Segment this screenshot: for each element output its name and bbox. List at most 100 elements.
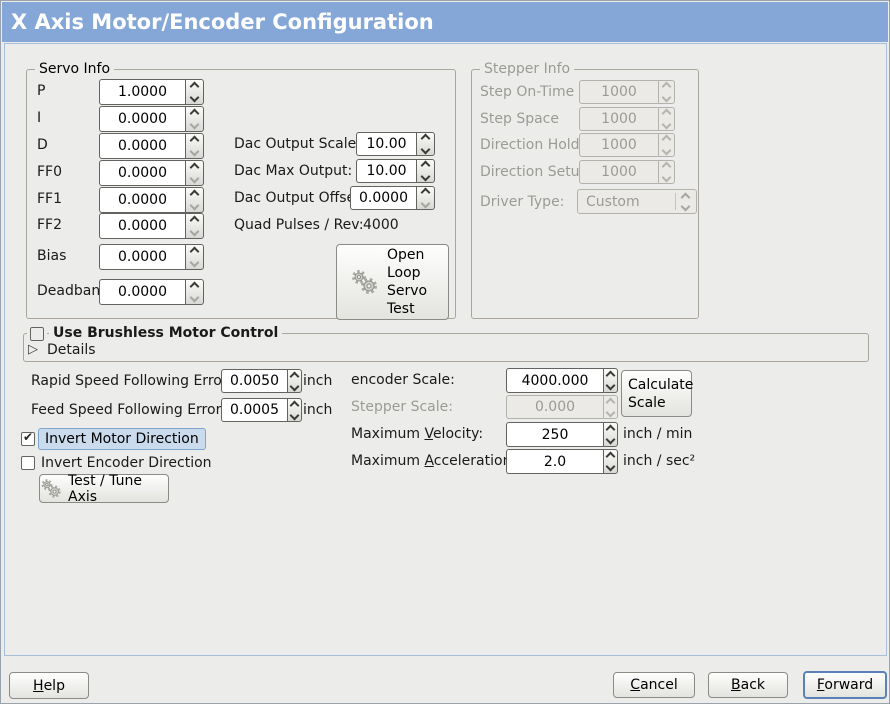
feed-error-unit: inch [303,402,333,418]
back-button[interactable]: Back [708,672,788,698]
gears-icon [350,267,380,297]
direction-setup-input: 1000 [579,160,658,184]
deadband-label: Deadband [37,283,110,299]
ff2-spinbox[interactable]: 0.0000 [99,213,204,239]
feed-error-stepper[interactable] [287,398,302,422]
bias-input[interactable]: 0.0000 [99,244,185,270]
i-stepper[interactable] [185,106,204,132]
help-button[interactable]: Help [9,672,89,699]
cancel-button[interactable]: Cancel [613,672,695,698]
forward-button[interactable]: Forward [803,671,887,699]
maximum-acceleration-stepper[interactable] [603,449,618,474]
test-tune-axis-button[interactable]: Test / Tune Axis [39,473,169,505]
step-space-input: 1000 [579,107,658,131]
i-spinbox[interactable]: 0.0000 [99,106,204,132]
invert-encoder-label[interactable]: Invert Encoder Direction [41,455,212,471]
ff2-input[interactable]: 0.0000 [99,213,185,239]
d-spinbox[interactable]: 0.0000 [99,133,204,159]
dac-output-scale-spinbox[interactable]: 10.00 [356,132,435,156]
open-loop-servo-test-button[interactable]: Open Loop Servo Test [336,244,449,320]
expander-icon[interactable]: ▷ [28,342,38,357]
direction-hold-label: Direction Hold [480,137,580,153]
direction-setup-label: Direction Setup [480,164,589,180]
bias-stepper[interactable] [185,244,204,270]
encoder-scale-input[interactable]: 4000.000 [506,368,603,393]
dac-output-scale-stepper[interactable] [416,132,435,156]
quad-pulses-label: Quad Pulses / Rev: [234,217,364,233]
dac-max-output-spinbox[interactable]: 10.00 [356,159,435,183]
p-label: P [37,83,46,99]
rapid-error-stepper[interactable] [287,369,302,393]
calculate-scale-button[interactable]: Calculate Scale [621,370,693,417]
use-brushless-checkbox[interactable] [27,324,47,344]
d-stepper[interactable] [185,133,204,159]
bias-label: Bias [37,248,67,264]
dac-max-output-stepper[interactable] [416,159,435,183]
dac-output-offset-spinbox[interactable]: 0.0000 [350,186,435,210]
dac-output-offset-stepper[interactable] [416,186,435,210]
dac-output-offset-input[interactable]: 0.0000 [350,186,416,210]
p-stepper[interactable] [185,79,204,105]
deadband-spinbox[interactable]: 0.0000 [99,279,204,305]
servo-info-legend: Servo Info [35,61,115,77]
rapid-error-input[interactable]: 0.0050 [221,369,287,393]
bias-spinbox[interactable]: 0.0000 [99,244,204,270]
feed-error-spinbox[interactable]: 0.0005 [221,398,302,422]
direction-hold-input: 1000 [579,133,658,157]
deadband-input[interactable]: 0.0000 [99,279,185,305]
ff1-stepper[interactable] [185,187,204,213]
i-input[interactable]: 0.0000 [99,106,185,132]
combo-arrows-icon [680,192,691,211]
stepper-info-frame: Stepper Info Step On-Time 1000 Step Spac… [471,61,699,319]
step-on-time-input: 1000 [579,80,658,104]
details-expander-label[interactable]: Details [47,342,96,358]
maximum-velocity-input[interactable]: 250 [506,422,603,447]
feed-error-input[interactable]: 0.0005 [221,398,287,422]
feed-error-label: Feed Speed Following Error: [31,402,226,418]
invert-motor-label[interactable]: Invert Motor Direction [38,428,206,450]
content-area [4,43,887,656]
rapid-error-unit: inch [303,373,333,389]
dac-output-scale-label: Dac Output Scale: [234,136,361,152]
stepper-scale-spinbox: 0.000 [506,395,618,419]
rapid-error-label: Rapid Speed Following Error: [31,373,233,389]
ff2-stepper[interactable] [185,213,204,239]
driver-type-label: Driver Type: [480,194,565,210]
maximum-acceleration-unit: inch / sec² [623,453,696,469]
ff1-input[interactable]: 0.0000 [99,187,185,213]
dac-output-offset-label: Dac Output Offset: [234,190,366,206]
brushless-frame [23,333,869,362]
invert-motor-checkbox[interactable]: ✔ [21,430,35,446]
encoder-scale-spinbox[interactable]: 4000.000 [506,368,618,393]
ff0-spinbox[interactable]: 0.0000 [99,160,204,186]
encoder-scale-stepper[interactable] [603,368,618,393]
encoder-scale-label: encoder Scale: [351,372,455,388]
p-input[interactable]: 1.0000 [99,79,185,105]
ff0-stepper[interactable] [185,160,204,186]
maximum-acceleration-input[interactable]: 2.0 [506,449,603,474]
maximum-velocity-spinbox[interactable]: 250 [506,422,618,447]
dac-max-output-label: Dac Max Output: [234,163,353,179]
ff1-label: FF1 [37,191,63,207]
step-on-time-spinbox: 1000 [579,80,675,104]
maximum-velocity-stepper[interactable] [603,422,618,447]
back-button-label: Back [731,677,765,693]
maximum-acceleration-spinbox[interactable]: 2.0 [506,449,618,474]
dac-output-scale-input[interactable]: 10.00 [356,132,416,156]
maximum-velocity-label: Maximum Velocity: [351,426,484,442]
p-spinbox[interactable]: 1.0000 [99,79,204,105]
dac-max-output-input[interactable]: 10.00 [356,159,416,183]
direction-setup-stepper [658,160,675,184]
open-loop-servo-test-label: Open Loop Servo Test [387,247,428,317]
rapid-error-spinbox[interactable]: 0.0050 [221,369,302,393]
ff1-spinbox[interactable]: 0.0000 [99,187,204,213]
stepper-scale-stepper [603,395,618,419]
invert-encoder-checkbox[interactable] [21,456,35,470]
d-input[interactable]: 0.0000 [99,133,185,159]
stepper-scale-label: Stepper Scale: [351,399,453,415]
deadband-stepper[interactable] [185,279,204,305]
ff0-input[interactable]: 0.0000 [99,160,185,186]
d-label: D [37,137,48,153]
servo-info-frame: Servo Info P 1.0000 I 0.0000 D 0.0000 FF… [26,61,456,319]
